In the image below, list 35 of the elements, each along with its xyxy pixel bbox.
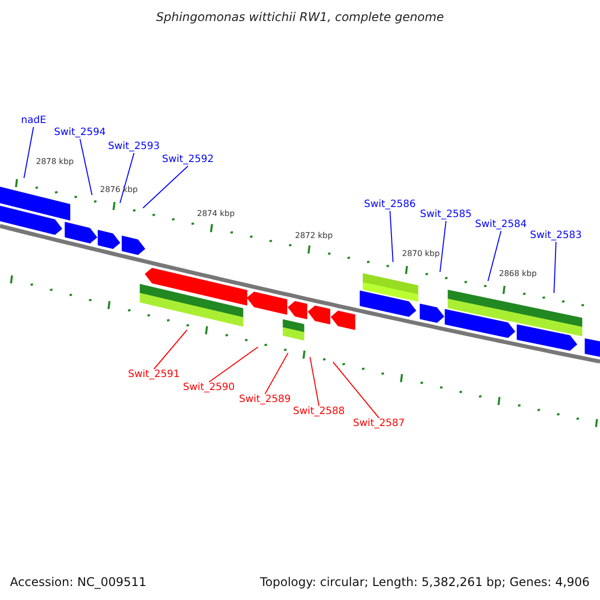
gene-label: Swit_2590	[183, 383, 235, 393]
footer-text: Accession: NC_009511	[10, 576, 146, 588]
scale-label: 2876 kbp	[100, 186, 138, 194]
scale-label: 2872 kbp	[295, 232, 333, 240]
gene-label: Swit_2594	[54, 128, 106, 138]
scale-label: 2878 kbp	[36, 158, 74, 166]
gene-label: Swit_2587	[353, 419, 405, 429]
scale-label: 2874 kbp	[197, 210, 235, 218]
scale-label: 2868 kbp	[499, 270, 537, 278]
gene-label: Swit_2591	[128, 370, 180, 380]
gene-label: Swit_2585	[420, 210, 472, 220]
leader-line	[488, 230, 502, 282]
gene-label: Swit_2586	[364, 200, 416, 210]
leader-line	[120, 152, 134, 204]
leader-line	[390, 210, 394, 262]
scale-label: 2870 kbp	[402, 250, 440, 258]
title: Sphingomonas wittichii RW1, complete genome	[155, 11, 445, 23]
leader-line	[208, 346, 258, 382]
leader-line	[264, 352, 288, 394]
leader-line	[80, 138, 92, 196]
gene-label: Swit_2583	[530, 231, 582, 241]
leader-line	[154, 330, 188, 370]
gene-label: Swit_2593	[108, 142, 160, 152]
gene-label: Swit_2584	[475, 220, 527, 230]
gene-label: Swit_2589	[239, 395, 291, 405]
leader-line	[554, 242, 556, 294]
gene-label: Swit_2588	[293, 407, 345, 417]
leader-line	[142, 166, 188, 208]
gene-label: nadE	[21, 116, 46, 126]
leader-line	[332, 362, 380, 418]
leader-line	[24, 126, 34, 178]
footer-text: Topology: circular; Length: 5,382,261 bp; Genes: 4,906	[260, 576, 590, 588]
leader-line	[440, 220, 446, 272]
leader-line	[310, 356, 320, 406]
gene-label: Swit_2592	[162, 155, 214, 165]
